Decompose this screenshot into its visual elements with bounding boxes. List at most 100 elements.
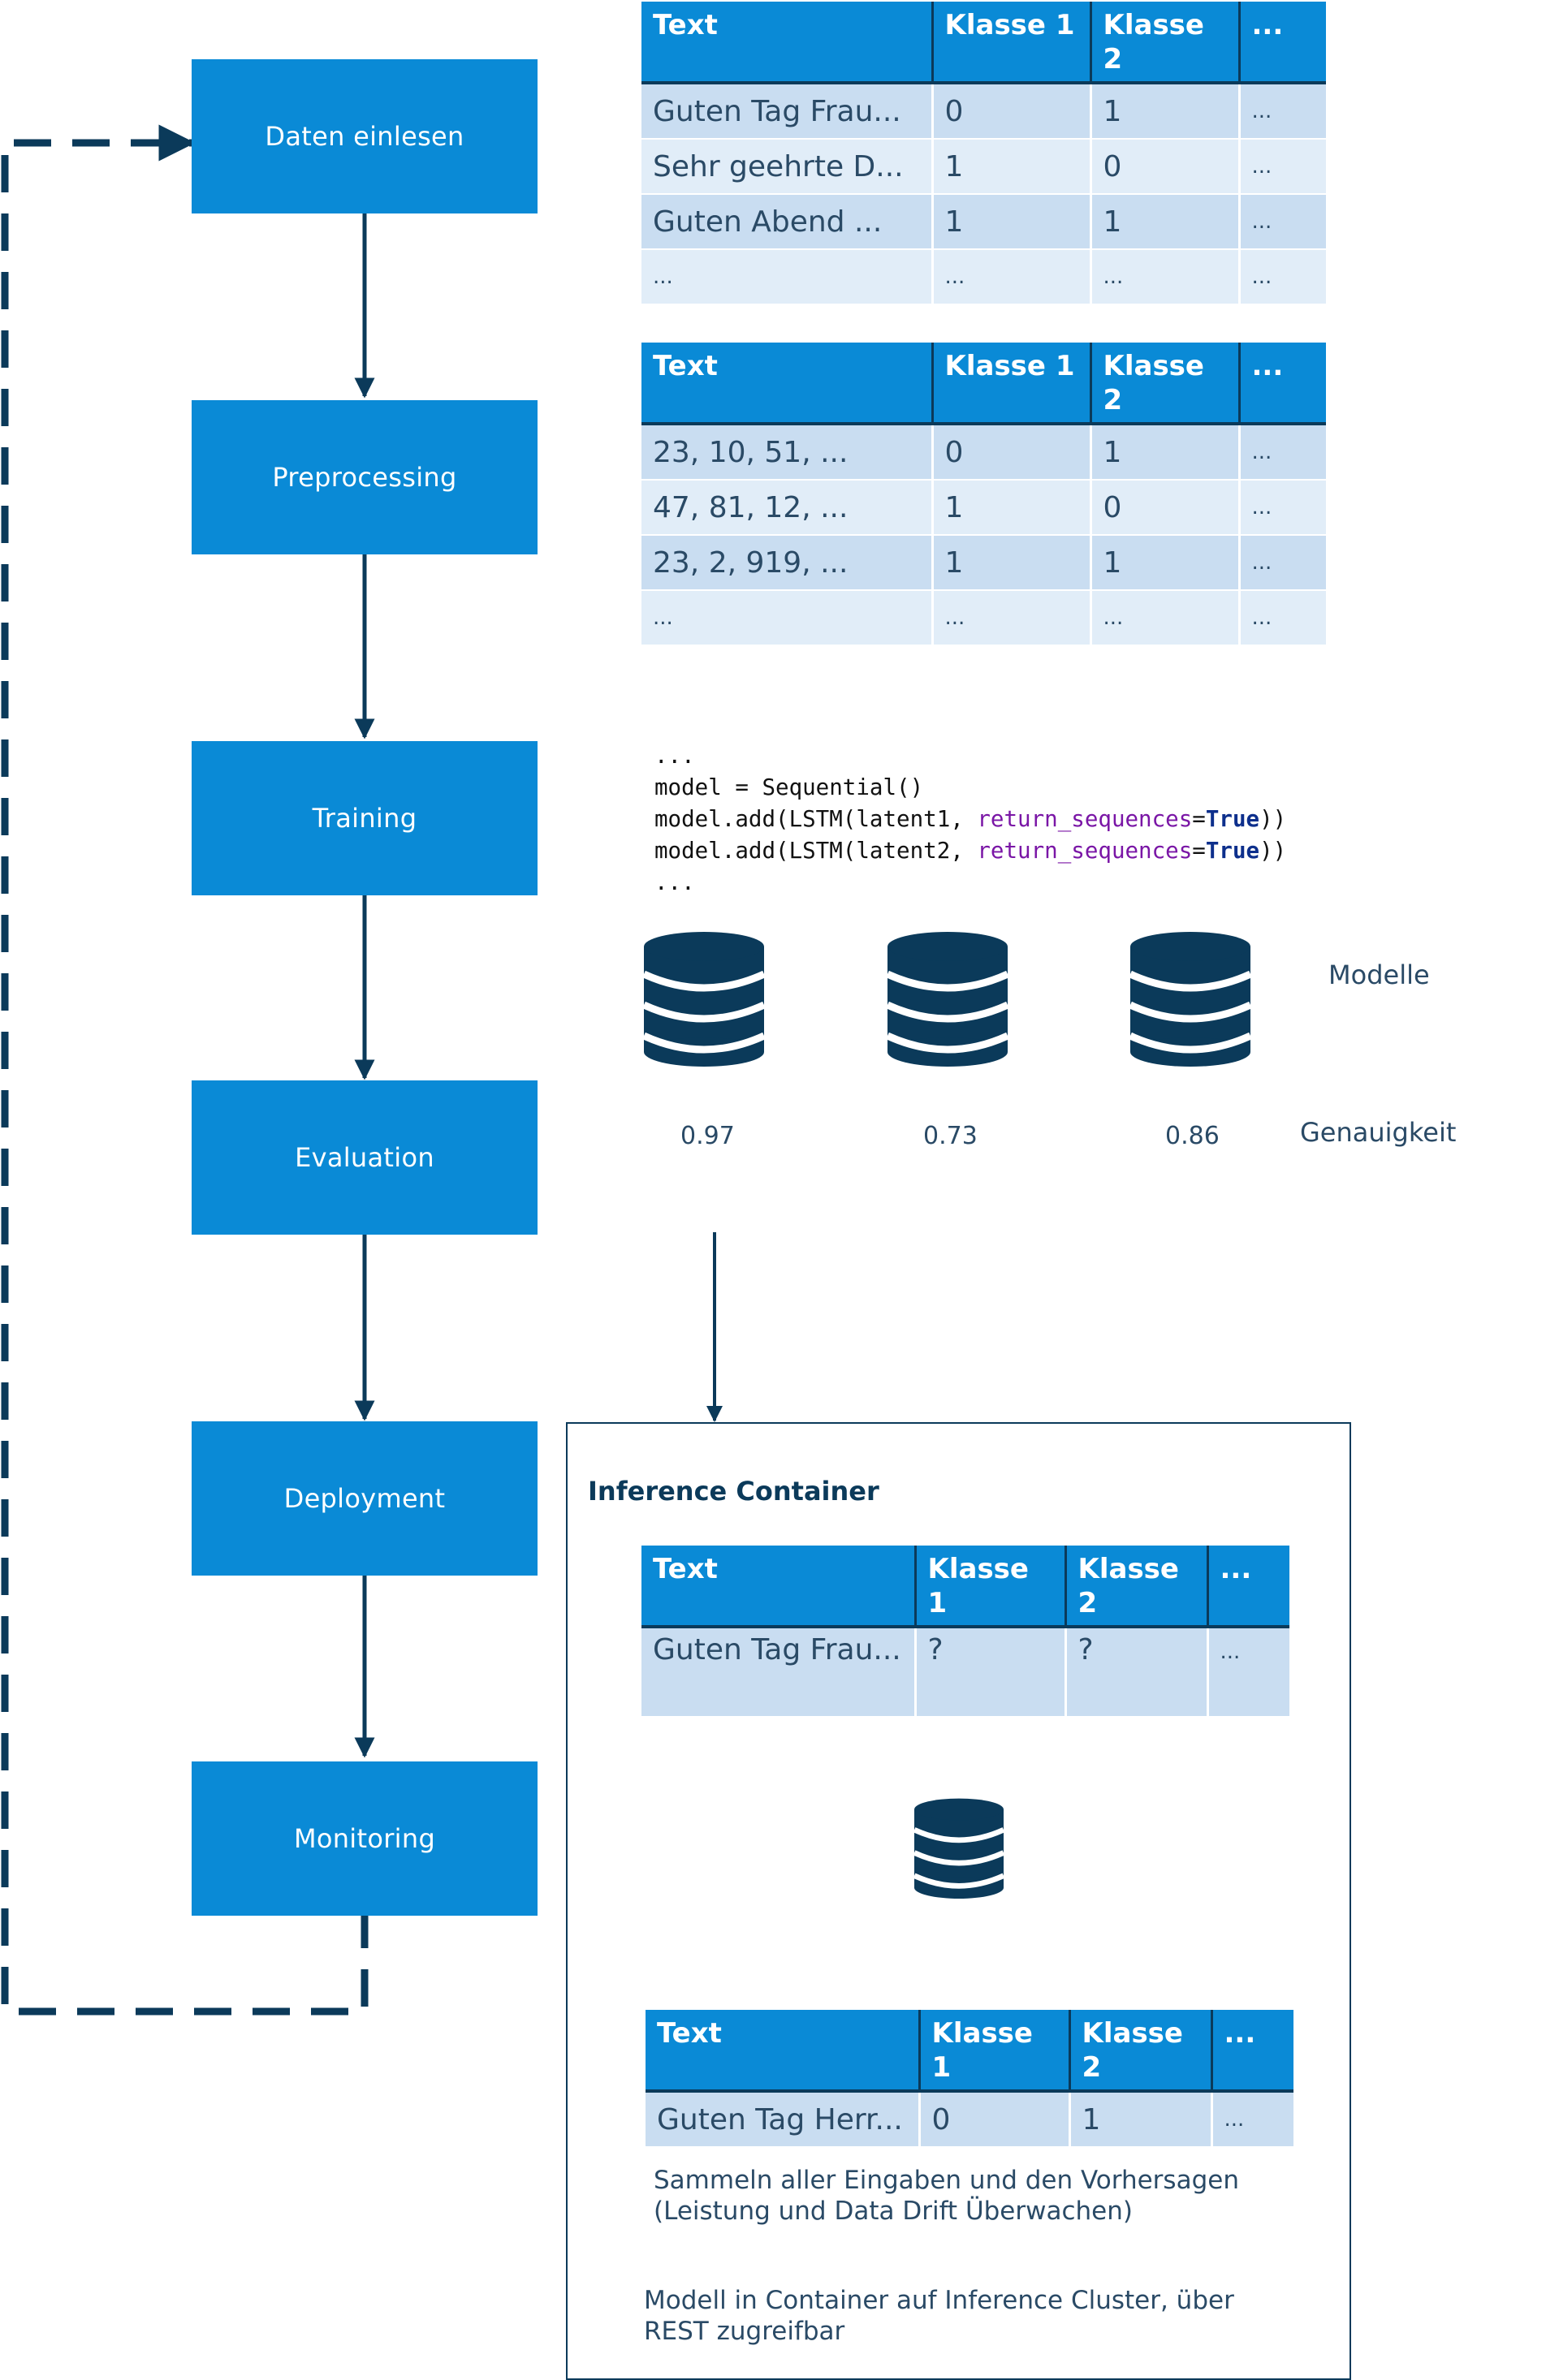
cluster-note-line-2: REST zugreifbar [644,2317,845,2346]
header-klasse-2: Klasse 2 [1065,1546,1209,1628]
cell-klasse-1: 0 [932,424,1092,481]
code-keyword: return_sequences [977,838,1193,864]
cell-klasse-2: 0 [1090,480,1241,536]
cell-klasse-2: ... [1090,590,1241,646]
monitoring-note: Sammeln aller Eingaben und den Vorhersag… [654,2165,1239,2227]
cell-text: ... [641,590,934,646]
cell-more: ... [1239,139,1326,195]
cell-more: ... [1239,424,1326,481]
table-header-row: Text Klasse 1 Klasse 2 ... [641,1546,1289,1628]
cell-klasse-2: 1 [1090,424,1241,481]
header-klasse-1: Klasse 1 [915,1546,1067,1628]
code-line-sequential: model = Sequential() [654,774,924,800]
table-row: Guten Tag Herr... 0 1 ... [646,2091,1293,2148]
cell-klasse-1: 1 [932,535,1092,591]
inference-output-table: Text Klasse 1 Klasse 2 ... Guten Tag Her… [646,2010,1293,2148]
cell-klasse-2: ? [1065,1627,1209,1718]
step-monitoring: Monitoring [192,1761,538,1916]
table-row: Guten Tag Frau... ? ? ... [641,1627,1289,1718]
cell-more: ... [1239,194,1326,250]
cluster-note-line-1: Modell in Container auf Inference Cluste… [644,2286,1234,2315]
code-ellipsis-bottom: ... [654,869,695,895]
header-klasse-2: Klasse 2 [1069,2010,1213,2093]
cell-klasse-1: 1 [932,139,1092,195]
header-klasse-1: Klasse 1 [932,2,1092,84]
table-row: Guten Tag Frau... 0 1 ... [641,83,1326,140]
code-keyword: return_sequences [977,806,1193,832]
raw-data-table: Text Klasse 1 Klasse 2 ... Guten Tag Fra… [641,2,1326,305]
table-header-row: Text Klasse 1 Klasse 2 ... [646,2010,1293,2093]
cell-klasse-1: ... [932,249,1092,305]
monitoring-note-line-2: (Leistung und Data Drift Überwachen) [654,2197,1133,2226]
inference-container-title: Inference Container [588,1476,879,1507]
accuracy-label: Genauigkeit [1300,1117,1457,1148]
step-preprocessing: Preprocessing [192,400,538,554]
accuracy-model-2: 0.73 [923,1122,978,1150]
header-klasse-2: Klasse 2 [1090,2,1241,84]
cell-text: 23, 10, 51, ... [641,424,934,481]
feedback-loop-dashed [1,124,369,2016]
step-daten-einlesen: Daten einlesen [192,59,538,213]
database-icon [644,932,764,1067]
cell-more: ... [1239,249,1326,305]
table-row: ... ... ... ... [641,249,1326,305]
header-klasse-2: Klasse 2 [1090,343,1241,425]
code-bool: True [1205,806,1260,832]
cell-klasse-1: 1 [932,194,1092,250]
step-deployment: Deployment [192,1421,538,1576]
header-klasse-1: Klasse 1 [919,2010,1071,2093]
table-row: Sehr geehrte D... 1 0 ... [641,139,1326,195]
database-icon [914,1798,1004,1899]
encoded-data-table: Text Klasse 1 Klasse 2 ... 23, 10, 51, .… [641,343,1326,646]
code-suffix: )) [1259,806,1287,832]
cell-klasse-2: 1 [1090,83,1241,140]
header-more: ... [1239,343,1326,425]
step-training: Training [192,741,538,895]
monitoring-note-line-1: Sammeln aller Eingaben und den Vorhersag… [654,2166,1239,2195]
database-icon [887,932,1008,1067]
cell-more: ... [1239,590,1326,646]
code-add-prefix: model.add(LSTM( [654,838,857,864]
table-row: Guten Abend ... 1 1 ... [641,194,1326,250]
code-equals: = [1192,806,1206,832]
code-arg-latent1: latent1, [856,806,978,832]
step-evaluation: Evaluation [192,1080,538,1235]
cell-klasse-2: 1 [1090,535,1241,591]
cell-more: ... [1207,1627,1289,1718]
header-text: Text [641,2,934,84]
cell-text: Guten Abend ... [641,194,934,250]
cell-text: 23, 2, 919, ... [641,535,934,591]
cell-klasse-2: 0 [1090,139,1241,195]
models-label: Modelle [1328,959,1430,990]
code-bool: True [1205,838,1260,864]
table-row: ... ... ... ... [641,590,1326,646]
database-icon [1130,932,1250,1067]
header-more: ... [1207,1546,1289,1628]
code-ellipsis-top: ... [654,743,695,769]
header-more: ... [1211,2010,1293,2093]
accuracy-model-1: 0.97 [680,1122,735,1150]
cell-klasse-1: ... [932,590,1092,646]
cell-klasse-1: 0 [919,2091,1071,2148]
header-text: Text [641,1546,917,1628]
inference-input-table: Text Klasse 1 Klasse 2 ... Guten Tag Fra… [641,1546,1289,1718]
cell-text: 47, 81, 12, ... [641,480,934,536]
cell-more: ... [1239,535,1326,591]
code-suffix: )) [1259,838,1287,864]
cell-klasse-2: 1 [1069,2091,1213,2148]
cell-klasse-1: ? [915,1627,1067,1718]
header-more: ... [1239,2,1326,84]
training-code-snippet: ... model = Sequential() model.add(LSTM(… [654,740,1286,899]
cell-text: Guten Tag Frau... [641,83,934,140]
header-klasse-1: Klasse 1 [932,343,1092,425]
table-header-row: Text Klasse 1 Klasse 2 ... [641,343,1326,425]
cell-text: ... [641,249,934,305]
code-arg-latent2: latent2, [856,838,978,864]
cell-more: ... [1239,83,1326,140]
header-text: Text [646,2010,921,2093]
cluster-note: Modell in Container auf Inference Cluste… [644,2285,1234,2347]
cell-klasse-1: 0 [932,83,1092,140]
cell-klasse-1: 1 [932,480,1092,536]
accuracy-model-3: 0.86 [1165,1122,1220,1150]
